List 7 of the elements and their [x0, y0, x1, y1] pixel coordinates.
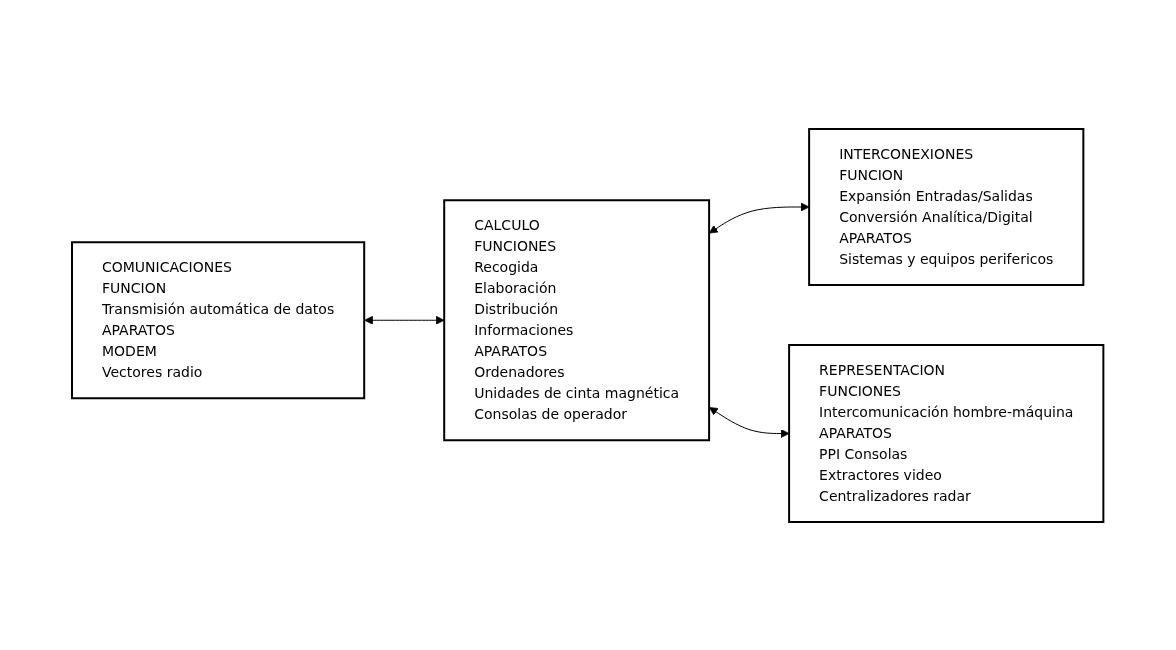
arrow [709, 202, 810, 233]
arrow [709, 406, 790, 438]
node-box: INTERCONEXIONES FUNCION Expansión Entradas/Salidas Conversión Analítica/Digital APARATOS Sistemas y equipos perifericos [808, 127, 1085, 286]
node-box: REPRESENTACION FUNCIONES Intercomunicación hombre-máquina APARATOS PPI Consolas Extractores video Centralizadores radar [788, 343, 1105, 523]
node-box: COMUNICACIONES FUNCION Transmisión automática de datos APARATOS MODEM Vectores radio [71, 240, 366, 399]
arrow [364, 315, 445, 325]
node-box: CALCULO FUNCIONES Recogida Elaboración Distribución Informaciones APARATOS Ordenadores Unidades de cinta magnética Consolas de operador [443, 198, 711, 441]
